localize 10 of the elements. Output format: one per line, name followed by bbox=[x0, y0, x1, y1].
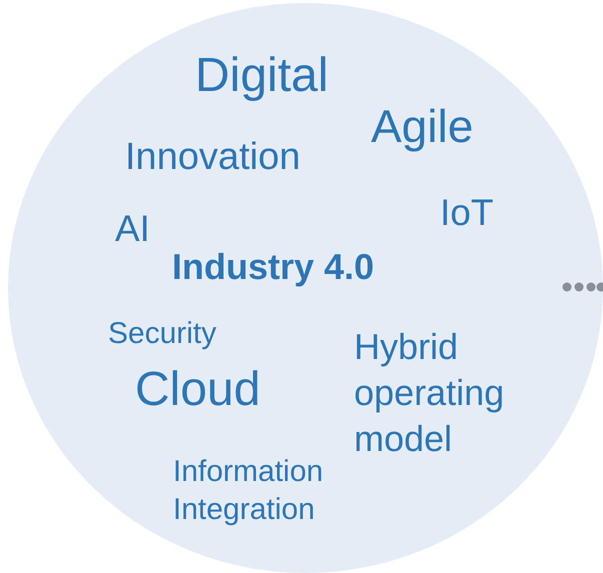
keyword: IoT bbox=[440, 191, 494, 235]
keyword: Cloud bbox=[135, 362, 260, 418]
keyword: AI bbox=[115, 207, 150, 251]
keyword: Security bbox=[108, 316, 216, 352]
keyword: Digital bbox=[195, 48, 328, 104]
keyword: Industry 4.0 bbox=[172, 245, 374, 288]
keyword: Agile bbox=[371, 99, 474, 154]
keyword: Innovation bbox=[125, 135, 300, 180]
keyword: Information Integration bbox=[173, 454, 324, 528]
keyword: Hybrid operating model bbox=[354, 325, 506, 461]
